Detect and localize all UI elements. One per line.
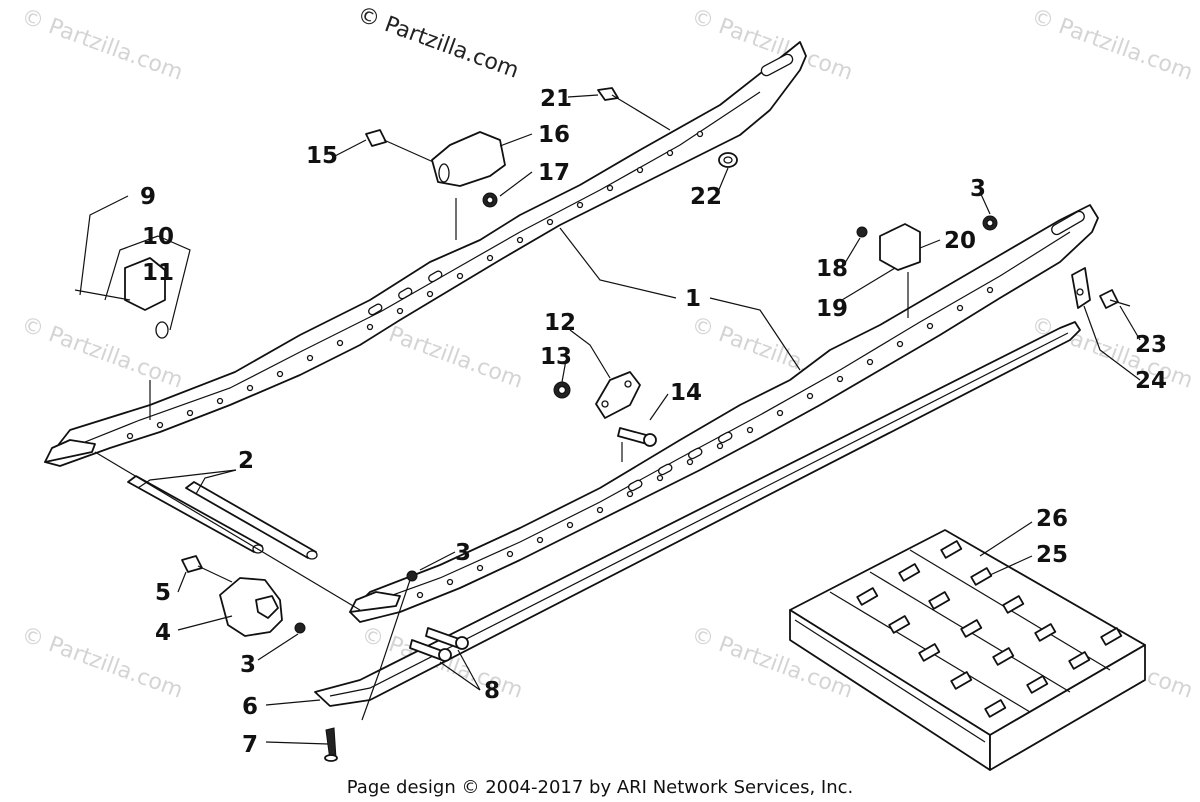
slide-edge: [329, 332, 1069, 697]
callout-label: 9: [140, 184, 156, 210]
bolt-23: [1099, 289, 1131, 309]
callout-label: 8: [484, 678, 500, 704]
screw-7: [324, 727, 338, 762]
callout-label: 18: [816, 256, 848, 282]
shaft-centerline: [94, 451, 361, 611]
callout-label: 5: [155, 580, 171, 606]
slide: [314, 321, 1081, 707]
rail-right-holes: [416, 286, 994, 599]
nut-18: [856, 226, 868, 238]
nut-17: [482, 192, 498, 208]
callout-label: 23: [1135, 332, 1167, 358]
rail-left-rear-tip: [44, 439, 96, 463]
callout-label: 17: [538, 160, 570, 186]
callout-label: 14: [670, 380, 702, 406]
rail-right-rear-tip: [349, 591, 401, 613]
bolt-21: [597, 87, 671, 131]
callout-label: 13: [540, 344, 572, 370]
callout-label: 4: [155, 620, 171, 646]
bushing-22: [718, 152, 738, 168]
callout-label: 3: [455, 540, 471, 566]
callout-label: 7: [242, 732, 258, 758]
nut-3-top: [982, 215, 998, 231]
watermark-top: © Partzilla.com: [354, 2, 522, 84]
nut-3-lower: [294, 622, 306, 634]
callout-label: 26: [1036, 506, 1068, 532]
watermark: © Partzilla.com: [1028, 4, 1196, 86]
bolt-14: [617, 427, 657, 447]
callout-label: 6: [242, 694, 258, 720]
callout-label: 3: [970, 176, 986, 202]
page-footer: Page design © 2004-2017 by ARI Network S…: [347, 777, 854, 798]
nut-13: [553, 381, 571, 399]
callout-label: 1: [685, 286, 701, 312]
callout-label: 12: [544, 310, 576, 336]
bumper-4: [219, 577, 283, 637]
callout-label: 15: [306, 143, 338, 169]
callout-label: 2: [238, 448, 254, 474]
callout-label: 3: [240, 652, 256, 678]
track-lugs: [856, 540, 1123, 718]
bracket-16: [431, 131, 506, 187]
callout-label: 16: [538, 122, 570, 148]
callout-label: 24: [1135, 368, 1167, 394]
watermark: © Partzilla.com: [1028, 312, 1196, 394]
plate-12: [595, 371, 641, 419]
clip-24: [1071, 267, 1091, 309]
callout-label: 11: [142, 260, 174, 286]
bolt-5: [181, 555, 233, 583]
callout-label: 21: [540, 86, 572, 112]
track-section: [789, 529, 1146, 771]
callout-label: 10: [142, 224, 174, 250]
rail-left-holes: [126, 130, 704, 440]
callout-label: 25: [1036, 542, 1068, 568]
nut-3-middle: [406, 570, 418, 582]
bolts-8: [409, 627, 469, 662]
block-19: [879, 223, 921, 271]
callout-label: 20: [944, 228, 976, 254]
leader-lines: [79, 94, 1141, 745]
callout-label: 19: [816, 296, 848, 322]
watermark: © Partzilla.com: [18, 4, 186, 86]
callout-label: 22: [690, 184, 722, 210]
bracket-11: [74, 257, 169, 339]
callout-labels: 1 2 3 3 3 4 5 6 7 8 9 10 11 12 13 14 15 …: [140, 86, 1167, 758]
cross-shaft: [127, 475, 318, 560]
bolt-15: [365, 129, 441, 166]
